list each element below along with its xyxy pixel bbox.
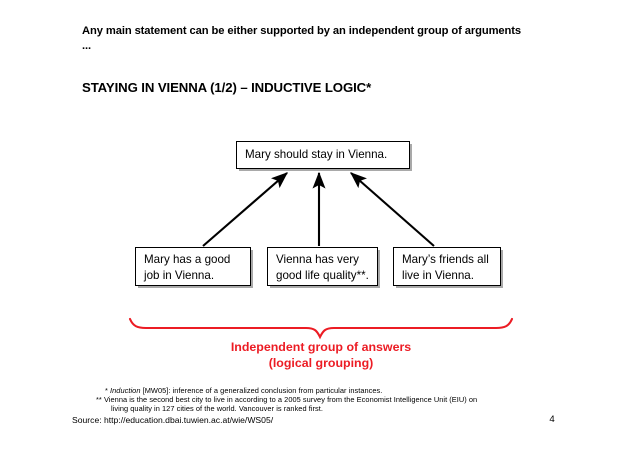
premise-2-line-2: good life quality**. — [276, 269, 369, 282]
grouping-caption: Independent group of answers (logical gr… — [139, 340, 503, 371]
premise-box-1[interactable]: Mary has a good job in Vienna. — [135, 247, 251, 286]
footnote-2-text: Vienna is the second best city to live i… — [101, 395, 478, 404]
slide-intro-text: Any main statement can be either support… — [82, 25, 522, 52]
page-number: 4 — [549, 414, 555, 425]
premise-2-line-1: Vienna has very — [276, 253, 359, 266]
source-line: Source: http://education.dbai.tuwien.ac.… — [72, 415, 274, 425]
footnote-1-marker: * — [105, 386, 108, 395]
premise-3-line-1: Mary’s friends all — [402, 253, 489, 266]
premise-box-2[interactable]: Vienna has very good life quality**. — [267, 247, 378, 286]
premise-3-line-2: live in Vienna. — [402, 269, 474, 282]
grouping-caption-line-2: (logical grouping) — [268, 355, 374, 370]
footnote-1: * Induction [MW05]: inference of a gener… — [105, 386, 575, 396]
footnote-1-text: [MW05]: inference of a generalized concl… — [140, 386, 383, 395]
premise-1-line-1: Mary has a good — [144, 253, 231, 266]
premise-box-3[interactable]: Mary’s friends all live in Vienna. — [393, 247, 501, 286]
arrow-premise-3 — [350, 172, 435, 247]
grouping-caption-line-1: Independent group of answers — [230, 340, 412, 354]
footnote-2-marker: ** — [96, 395, 102, 404]
premise-1-line-2: job in Vienna. — [144, 269, 215, 282]
arrow-premise-1 — [202, 172, 288, 247]
conclusion-box[interactable]: Mary should stay in Vienna. — [236, 141, 410, 169]
footnote-1-italic-term: Induction — [110, 386, 141, 395]
footnote-2-continued: living quality in 127 cities of the worl… — [111, 404, 323, 413]
footnote-2: ** Vienna is the second best city to liv… — [96, 395, 576, 405]
slide-title: STAYING IN VIENNA (1/2) – INDUCTIVE LOGI… — [82, 80, 372, 95]
conclusion-line-1: Mary should stay in Vienna. — [245, 148, 388, 161]
